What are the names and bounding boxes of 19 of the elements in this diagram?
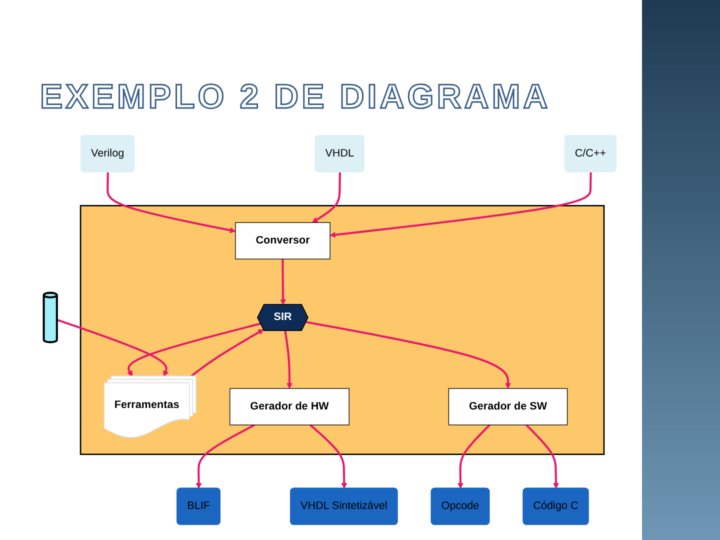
node-cylinder [42,292,58,344]
node-box: Conversor [235,222,330,260]
slide-title: EXEMPLO 2 DE DIAGRAMA [40,78,551,117]
arrow [280,259,286,305]
arrow [190,329,264,378]
arrow [306,321,511,389]
arrow [127,322,261,377]
arrow [312,172,341,223]
arrow [56,318,169,377]
arrow [330,172,592,238]
arrow [526,424,559,489]
arrow [458,424,490,489]
cluster [80,204,605,455]
arrow [310,424,348,489]
arrow [106,172,236,234]
arrow [196,424,256,489]
node-box: Gerador de SW [448,388,568,426]
node-box: Gerador de HW [230,388,350,426]
arrow [284,330,292,389]
